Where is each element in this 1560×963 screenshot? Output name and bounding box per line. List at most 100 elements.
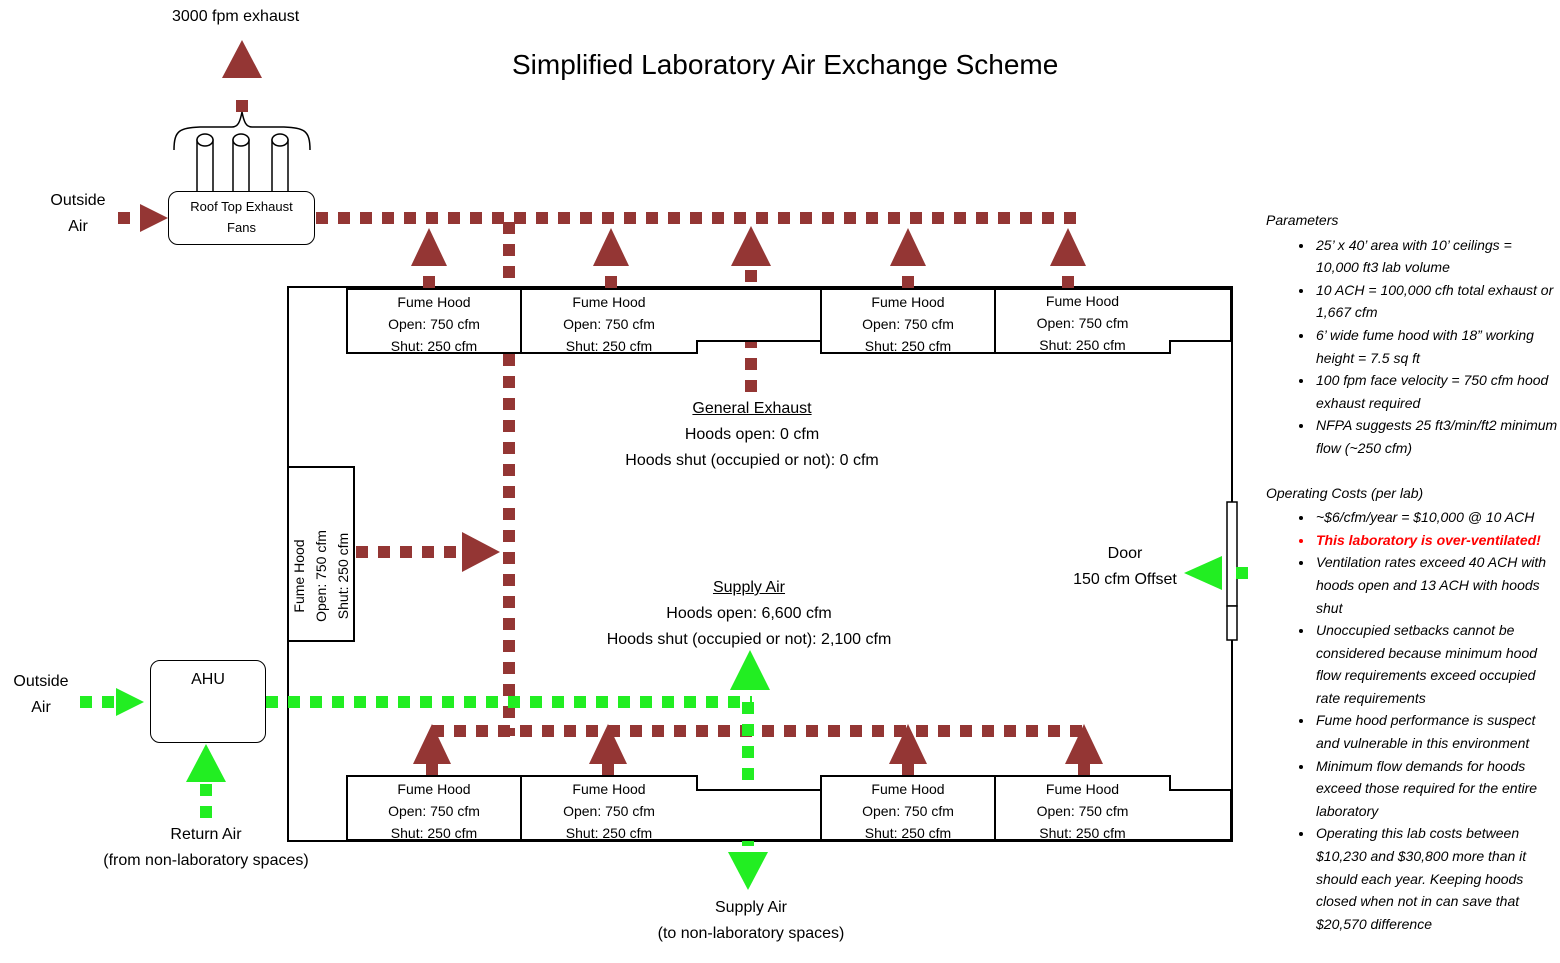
parameter-item: NFPA suggests 25 ft3/min/ft2 minimum flo… xyxy=(1314,414,1558,459)
ahu-label: AHU xyxy=(191,671,225,688)
fume-hood-shut: Shut: 250 cfm xyxy=(864,338,952,354)
fume-hood-top-4: Fume Hood Open: 750 cfm Shut: 250 cfm xyxy=(820,288,996,354)
parameter-item: 25’ x 40’ area with 10’ ceilings = 10,00… xyxy=(1314,234,1558,279)
ahu-unit: AHU xyxy=(150,660,266,743)
fume-hood-name: Fume Hood xyxy=(871,781,945,797)
fume-hood-bottom-1: Fume Hood Open: 750 cfm Shut: 250 cfm xyxy=(346,775,522,841)
exhaust-stack-label: 3000 fpm exhaust xyxy=(172,8,300,25)
general-exhaust-arrow xyxy=(731,226,771,266)
fume-hood-shut: Shut: 250 cfm xyxy=(1039,337,1126,353)
cost-item: Ventilation rates exceed 40 ACH with hoo… xyxy=(1314,551,1558,619)
bench-top-right xyxy=(1169,288,1232,342)
supply-air-bottom-label: Supply Air xyxy=(714,899,788,916)
fume-hood-shut: Shut: 250 cfm xyxy=(1039,825,1126,841)
fume-hood-bottom-2: Fume Hood Open: 750 cfm Shut: 250 cfm xyxy=(520,775,698,841)
fume-hood-shut: Shut: 250 cfm xyxy=(565,825,653,841)
general-exhaust-heading-text: General Exhaust xyxy=(692,400,812,417)
exhaust-fan-cylinders xyxy=(196,133,289,197)
general-exhaust-open: Hoods open: 0 cfm xyxy=(684,426,820,443)
supply-air-open: Hoods open: 6,600 cfm xyxy=(666,605,832,622)
door-offset-arrow xyxy=(1184,556,1222,590)
fume-hood-name: Fume Hood xyxy=(397,781,471,797)
fume-hood-open: Open: 750 cfm xyxy=(563,316,655,332)
hood-riser-arrow-4 xyxy=(890,228,926,266)
fume-hood-shut: Shut: 250 cfm xyxy=(390,338,478,354)
fume-hood-name: Fume Hood xyxy=(871,294,945,310)
exhaust-stack-arrow xyxy=(222,40,262,78)
supply-air-shut: Hoods shut (occupied or not): 2,100 cfm xyxy=(606,631,892,648)
general-exhaust-shut: Hoods shut (occupied or not): 0 cfm xyxy=(625,452,879,469)
cost-item: Unoccupied setbacks cannot be considered… xyxy=(1314,619,1558,709)
fume-hood-open: Open: 750 cfm xyxy=(1036,803,1129,819)
supply-up-arrow xyxy=(730,650,770,690)
fume-hood-open: Open: 750 cfm xyxy=(862,803,954,819)
fume-hood-side xyxy=(287,466,355,642)
return-air-label: Return Air xyxy=(170,826,242,843)
outside-air-top-arrow xyxy=(140,204,168,232)
bench-bottom-middle xyxy=(696,789,822,841)
lower-hood-arrow-1 xyxy=(413,724,451,764)
fume-hood-open: Open: 750 cfm xyxy=(388,803,480,819)
parameters-heading: Parameters xyxy=(1266,212,1339,228)
fume-hood-open: Open: 750 cfm xyxy=(388,316,480,332)
roof-top-exhaust-fans: Roof Top Exhaust Fans xyxy=(168,191,315,245)
parameters-list: 25’ x 40’ area with 10’ ceilings = 10,00… xyxy=(1266,234,1558,460)
general-exhaust-heading: General Exhaust xyxy=(600,396,904,422)
fume-hood-bottom-4: Fume Hood Open: 750 cfm Shut: 250 cfm xyxy=(820,775,996,841)
fume-hood-name: Fume Hood xyxy=(397,294,471,310)
fume-hood-side-name: Fume Hood xyxy=(291,539,307,613)
fume-hood-side-shut: Shut: 250 cfm xyxy=(335,532,351,620)
lower-hood-arrow-4 xyxy=(889,724,927,764)
operating-costs-heading: Operating Costs (per lab) xyxy=(1266,484,1424,501)
outside-air-bottom-label-1: Outside xyxy=(13,673,69,690)
cost-item: Operating this lab costs between $10,230… xyxy=(1314,822,1558,935)
fume-hood-shut: Shut: 250 cfm xyxy=(390,825,478,841)
notes-panel: Parameters 25’ x 40’ area with 10’ ceili… xyxy=(1266,209,1558,935)
hood-riser-arrow-5 xyxy=(1050,228,1086,266)
return-air-source-label: (from non-laboratory spaces) xyxy=(103,852,309,869)
supply-air-heading-text: Supply Air xyxy=(712,579,786,596)
return-air-arrow xyxy=(186,744,226,782)
fume-hood-shut: Shut: 250 cfm xyxy=(864,825,952,841)
fume-hood-name: Fume Hood xyxy=(572,781,646,797)
fan-bracket xyxy=(173,111,311,151)
fume-hood-name: Fume Hood xyxy=(1045,781,1120,797)
bench-top-middle xyxy=(696,288,822,342)
parameter-item: 100 fpm face velocity = 750 cfm hood exh… xyxy=(1314,369,1558,414)
cost-item: Minimum flow demands for hoods exceed th… xyxy=(1314,755,1558,823)
fume-hood-open: Open: 750 cfm xyxy=(563,803,655,819)
fume-hood-name: Fume Hood xyxy=(1045,293,1120,309)
parameter-item: 10 ACH = 100,000 cfh total exhaust or 1,… xyxy=(1314,279,1558,324)
lower-hood-arrow-5 xyxy=(1065,724,1103,764)
fume-hood-top-1: Fume Hood Open: 750 cfm Shut: 250 cfm xyxy=(346,288,522,354)
fume-hood-top-2: Fume Hood Open: 750 cfm Shut: 250 cfm xyxy=(520,288,698,354)
parameter-item: 6’ wide fume hood with 18” working heigh… xyxy=(1314,324,1558,369)
lower-hood-arrow-2 xyxy=(589,724,627,764)
door-offset-label: 150 cfm Offset xyxy=(1073,571,1177,588)
roof-fans-label-2: Fans xyxy=(227,220,256,235)
hood-riser-arrow-2 xyxy=(593,228,629,266)
supply-air-heading: Supply Air xyxy=(586,575,912,601)
fume-hood-top-5: Fume Hood Open: 750 cfm Shut: 250 cfm xyxy=(994,288,1171,354)
side-hood-exhaust-arrow xyxy=(462,532,500,572)
bench-bottom-right xyxy=(1169,789,1232,841)
operating-costs-list: ~$6/cfm/year = $10,000 @ 10 ACH This lab… xyxy=(1266,506,1558,935)
fume-hood-bottom-5: Fume Hood Open: 750 cfm Shut: 250 cfm xyxy=(994,775,1171,841)
outside-air-bottom-label-2: Air xyxy=(31,699,51,716)
cost-item: ~$6/cfm/year = $10,000 @ 10 ACH xyxy=(1314,506,1558,529)
outside-air-bottom-arrow xyxy=(116,688,144,716)
fume-hood-side-text: Fume Hood Open: 750 cfm Shut: 250 cfm xyxy=(288,488,354,664)
fume-hood-name: Fume Hood xyxy=(572,294,646,310)
fume-hood-side-open: Open: 750 cfm xyxy=(313,530,329,622)
cost-alert-item: This laboratory is over-ventilated! xyxy=(1314,529,1558,552)
hood-riser-arrow-1 xyxy=(411,228,447,266)
supply-down-arrow xyxy=(728,852,768,890)
roof-fans-label-1: Roof Top Exhaust xyxy=(190,199,293,214)
outside-air-top-label-2: Air xyxy=(68,218,88,235)
door-panel-lower xyxy=(1226,605,1238,641)
door-panel-upper xyxy=(1226,501,1238,607)
fume-hood-shut: Shut: 250 cfm xyxy=(565,338,653,354)
fume-hood-open: Open: 750 cfm xyxy=(1036,315,1129,331)
diagram-title: Simplified Laboratory Air Exchange Schem… xyxy=(512,49,1059,80)
